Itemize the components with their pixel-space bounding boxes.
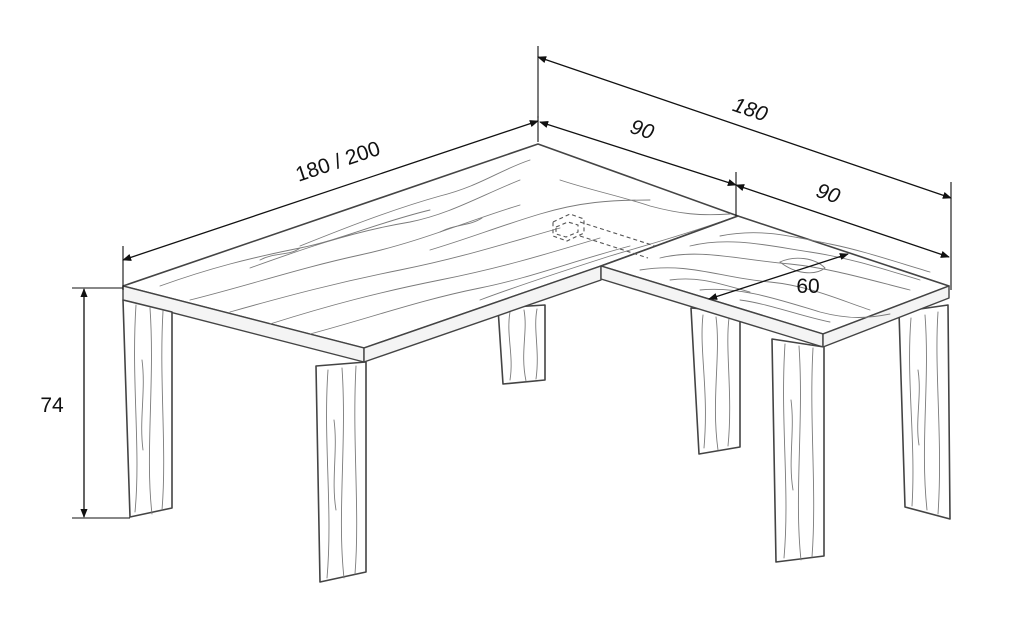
leg-front-center	[315, 361, 367, 583]
label-return-depth: 60	[796, 275, 819, 298]
dimension-segment-2: 90	[735, 172, 950, 258]
leg-back-right	[690, 307, 741, 455]
hidden-connector	[552, 213, 656, 259]
leg-far-right	[898, 304, 951, 520]
dimension-return-depth: 60	[708, 253, 849, 300]
label-height: 74	[40, 394, 64, 417]
leg-front-right	[771, 338, 825, 563]
label-total-length: 180	[730, 93, 771, 126]
label-segment-1: 90	[627, 115, 657, 144]
leg-front-left	[122, 299, 173, 518]
label-segment-2: 90	[813, 179, 843, 208]
dimension-height: 74	[40, 287, 130, 519]
label-main-length: 180 / 200	[293, 137, 383, 187]
leg-back-left	[497, 304, 546, 385]
